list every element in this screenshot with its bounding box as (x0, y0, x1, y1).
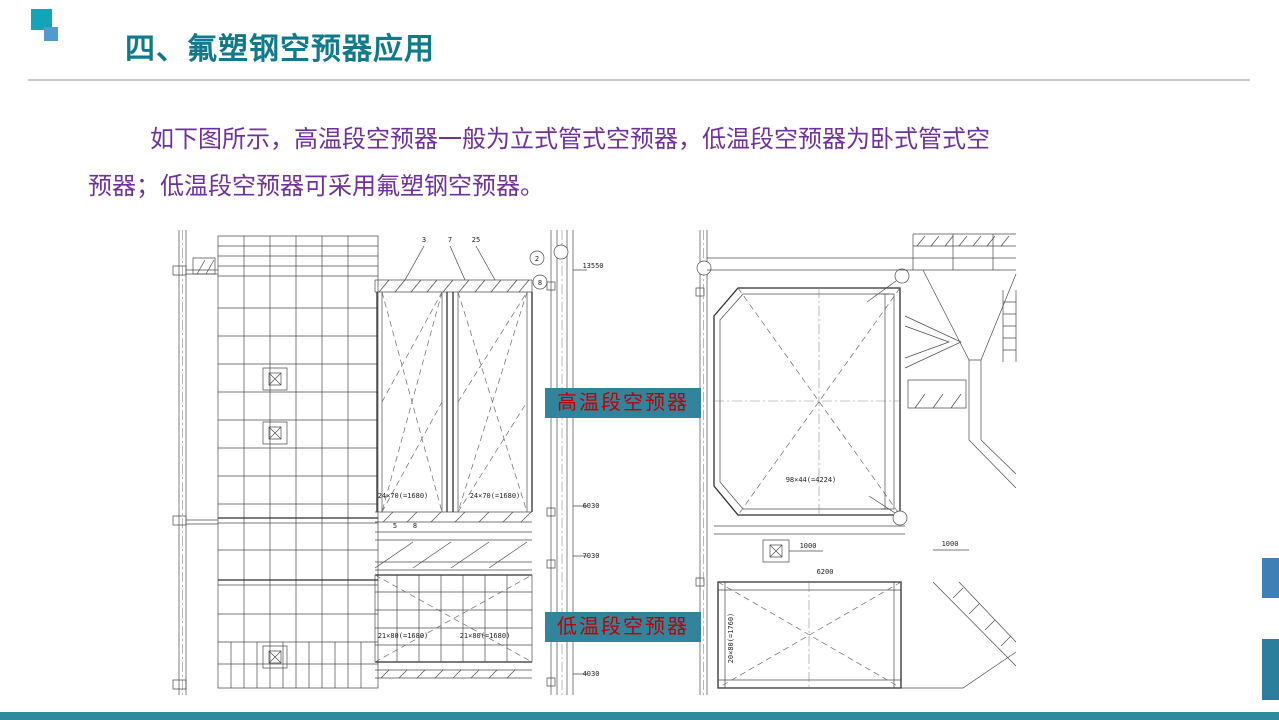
body-paragraph: 如下图所示，高温段空预器一般为立式管式空预器，低温段空预器为卧式管式空 预器；低… (88, 116, 1133, 210)
svg-text:8: 8 (538, 279, 542, 287)
svg-text:20×80(=1760): 20×80(=1760) (727, 613, 735, 664)
svg-text:3: 3 (422, 236, 426, 244)
accent-square-light (44, 27, 58, 41)
svg-text:5: 5 (393, 522, 397, 530)
page-title: 四、氟塑钢空预器应用 (125, 33, 435, 66)
svg-text:24×70(=1680): 24×70(=1680) (470, 492, 521, 500)
label-high-temp-aph: 高温段空预器 (545, 388, 701, 418)
svg-text:21×80(=1680): 21×80(=1680) (378, 632, 429, 640)
svg-text:1000: 1000 (942, 540, 959, 548)
label-low-temp-aph: 低温段空预器 (545, 612, 701, 642)
svg-text:24×70(=1680): 24×70(=1680) (378, 492, 429, 500)
left-grid-panel (217, 235, 379, 689)
right-mid-beams (714, 525, 969, 563)
header-divider (28, 79, 1250, 81)
body-line-2: 预器；低温段空预器可采用氟塑钢空预器。 (88, 173, 544, 200)
right-low-temp-box (717, 581, 902, 689)
high-temp-towers (374, 245, 548, 523)
right-ducting (707, 233, 1017, 689)
low-temp-section (374, 574, 533, 679)
svg-text:6200: 6200 (817, 568, 834, 576)
svg-text:8: 8 (413, 522, 417, 530)
svg-text:21×80(=1680): 21×80(=1680) (460, 632, 511, 640)
engineering-drawing: 3 7 25 2 8 13550 6030 7030 4030 24×70(=1680) 24×70… (172, 230, 1017, 695)
right-accent-bar-top (1262, 558, 1279, 598)
right-columns (695, 230, 712, 695)
diagram-annotations: 3 7 25 2 8 13550 6030 7030 4030 24×70(=1680) 24×70… (378, 236, 959, 678)
accent-square-dark (31, 9, 52, 30)
svg-text:1000: 1000 (800, 542, 817, 550)
svg-text:4030: 4030 (583, 670, 600, 678)
svg-text:2: 2 (535, 255, 539, 263)
svg-text:7030: 7030 (583, 552, 600, 560)
body-line-1: 如下图所示，高温段空预器一般为立式管式空预器，低温段空预器为卧式管式空 (150, 126, 990, 153)
svg-text:98×44(=4224): 98×44(=4224) (786, 476, 837, 484)
svg-text:6030: 6030 (583, 502, 600, 510)
bottom-accent-bar (0, 712, 1279, 720)
svg-text:25: 25 (472, 236, 480, 244)
mid-beam-band (374, 531, 532, 571)
svg-text:13550: 13550 (582, 262, 603, 270)
right-high-temp-box (713, 268, 910, 526)
left-columns (172, 230, 218, 695)
svg-text:7: 7 (448, 236, 452, 244)
right-accent-bar-bottom (1262, 639, 1279, 700)
